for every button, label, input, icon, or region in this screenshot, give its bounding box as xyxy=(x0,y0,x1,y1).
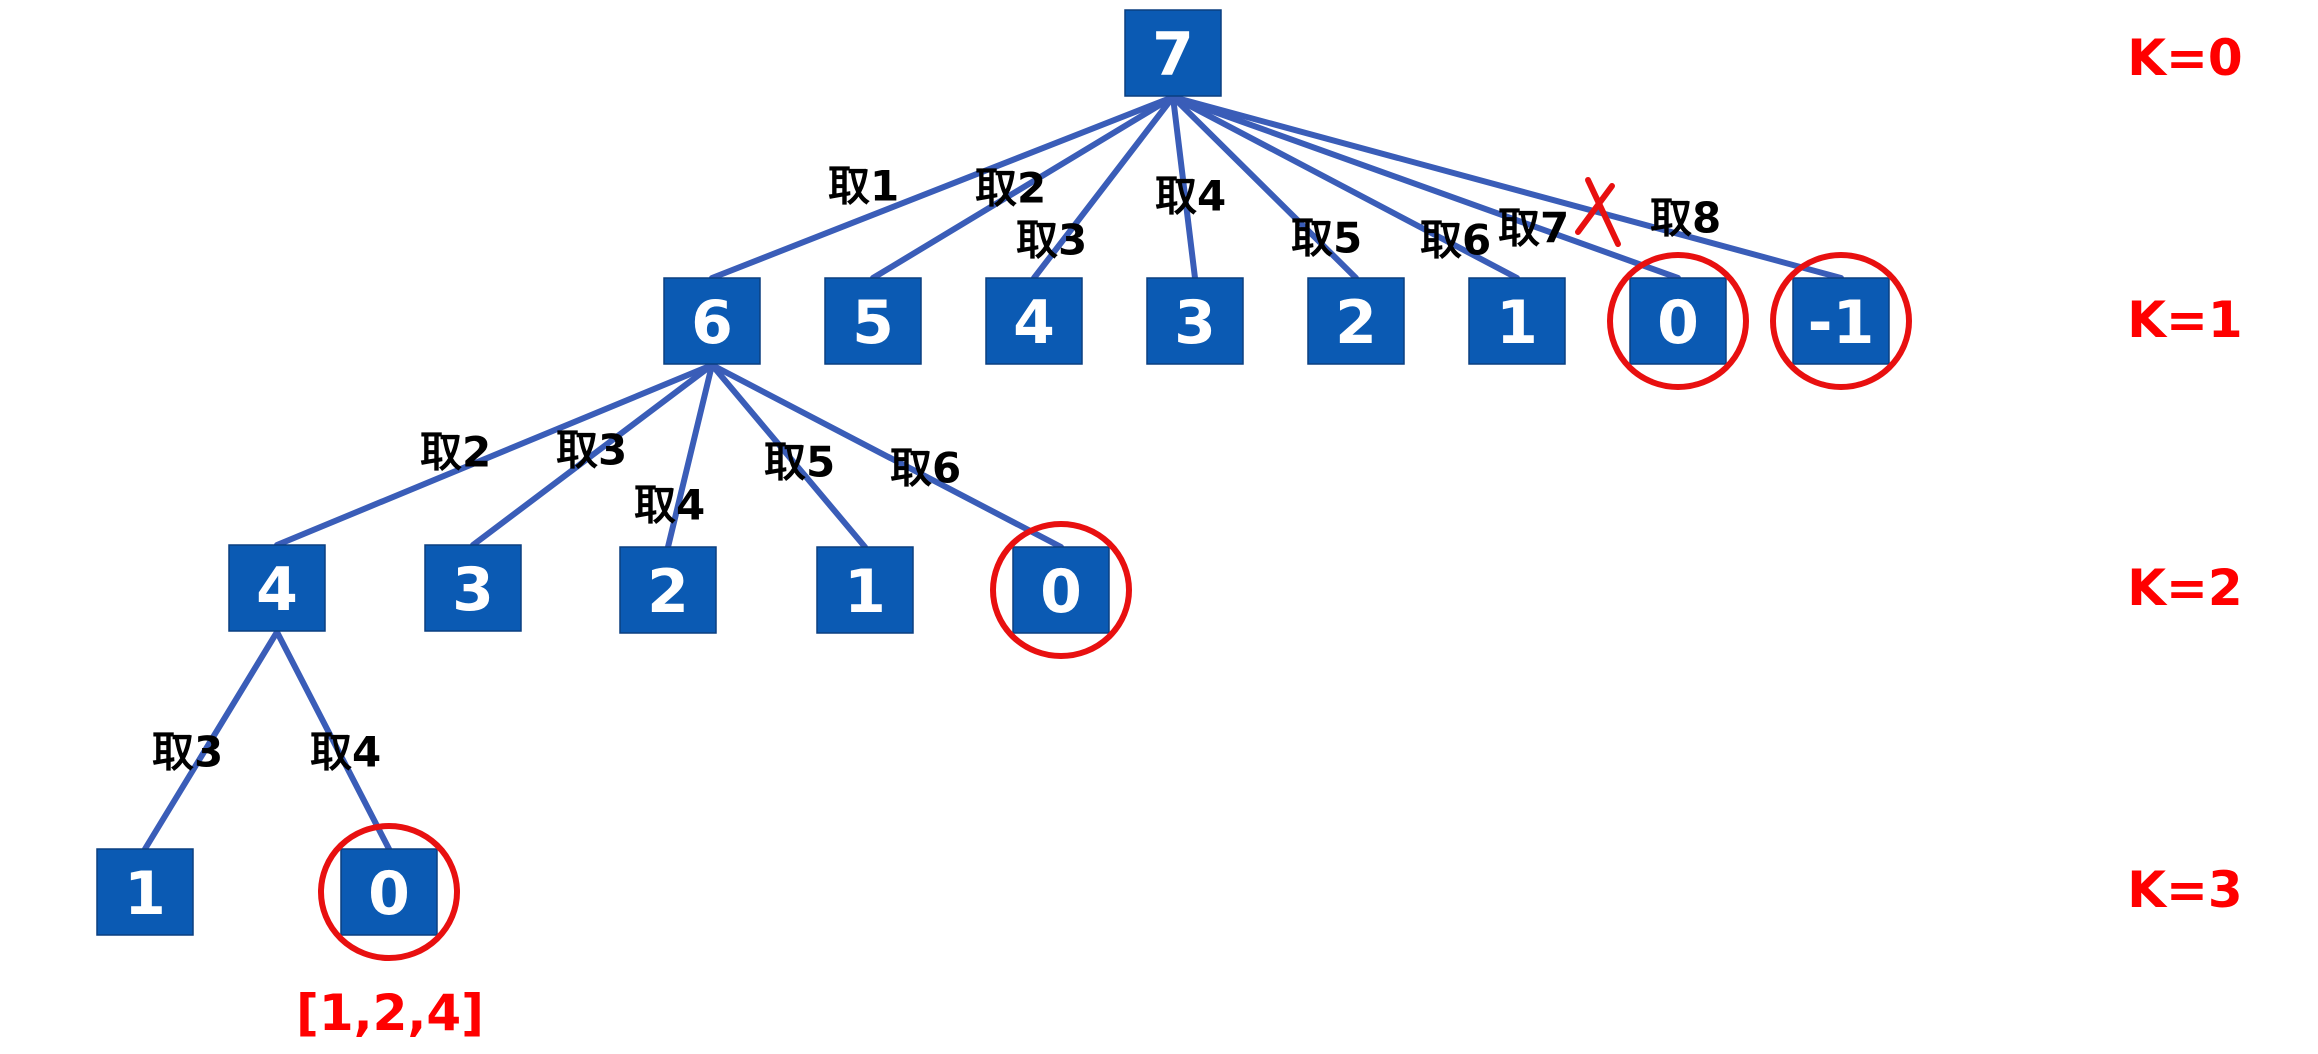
node-value-a6: 1 xyxy=(1496,288,1538,358)
edge-a1-b1 xyxy=(274,362,715,548)
node-value-r: 7 xyxy=(1152,20,1194,90)
node-value-a4: 3 xyxy=(1174,288,1216,358)
tree-node-b1: 4 xyxy=(228,544,326,632)
tree-node-a8: -1 xyxy=(1792,277,1890,365)
node-box-b4 xyxy=(816,546,914,634)
tree-node-a1: 6 xyxy=(663,277,761,365)
node-value-a1: 6 xyxy=(691,288,733,358)
edge-label-b1-c2: 取4 xyxy=(310,728,381,777)
edge-r-a3 xyxy=(1031,94,1176,281)
edge-label-a1-b2: 取3 xyxy=(556,426,627,475)
level-label-k2: K=2 xyxy=(2127,559,2242,617)
edge-label-r-a8: 取8 xyxy=(1650,194,1721,243)
tree-node-r: 7 xyxy=(1124,9,1222,97)
node-value-a8: -1 xyxy=(1808,288,1875,358)
edge-label-a1-b3: 取4 xyxy=(634,481,705,530)
node-value-b3: 2 xyxy=(647,557,689,627)
edge-a1-b2 xyxy=(470,362,715,548)
edge-label-r-a5: 取5 xyxy=(1291,214,1362,263)
node-box-r xyxy=(1124,9,1222,97)
tree-node-a4: 3 xyxy=(1146,277,1244,365)
edge-a1-b4 xyxy=(709,362,868,550)
edge-r-a2 xyxy=(870,94,1176,281)
node-box-a7 xyxy=(1629,277,1727,365)
node-value-c1: 1 xyxy=(124,859,166,929)
tree-node-b3: 2 xyxy=(619,546,717,634)
edge-r-a1 xyxy=(709,94,1176,281)
edge-label-r-a7: 取7 xyxy=(1498,204,1569,253)
node-value-c2: 0 xyxy=(368,859,410,929)
edge-b1-c2 xyxy=(274,629,392,852)
highlight-circle-a8 xyxy=(1770,252,1912,390)
tree-node-a3: 4 xyxy=(985,277,1083,365)
edges-layer xyxy=(142,94,1844,852)
result-path-label: [1,2,4] xyxy=(296,984,484,1042)
highlight-circle-b5 xyxy=(990,521,1132,659)
level-labels: K=0 K=1 K=2 K=3 xyxy=(2127,29,2242,919)
edge-r-a7 xyxy=(1170,94,1681,281)
node-box-b3 xyxy=(619,546,717,634)
cross-stroke-2 xyxy=(1575,183,1615,235)
node-value-b5: 0 xyxy=(1040,557,1082,627)
tree-node-a5: 2 xyxy=(1307,277,1405,365)
level-label-k0: K=0 xyxy=(2127,29,2242,87)
edge-label-b1-c1: 取3 xyxy=(152,728,223,777)
node-value-b2: 3 xyxy=(452,555,494,625)
edge-label-a1-b5: 取6 xyxy=(890,444,961,493)
tree-node-a2: 5 xyxy=(824,277,922,365)
node-box-a8 xyxy=(1792,277,1890,365)
node-value-a3: 4 xyxy=(1013,288,1055,358)
edge-b1-c1 xyxy=(142,629,280,852)
node-box-a4 xyxy=(1146,277,1244,365)
node-value-a7: 0 xyxy=(1657,288,1699,358)
highlight-circle-a7 xyxy=(1607,252,1749,390)
edge-label-a1-b4: 取5 xyxy=(764,438,835,487)
node-box-a2 xyxy=(824,277,922,365)
node-box-a5 xyxy=(1307,277,1405,365)
node-box-a1 xyxy=(663,277,761,365)
edge-label-r-a1: 取1 xyxy=(828,162,899,211)
node-box-a3 xyxy=(985,277,1083,365)
level-label-k1: K=1 xyxy=(2127,291,2242,349)
cross-stroke-1 xyxy=(1585,177,1621,247)
tree-node-c2: 0 xyxy=(340,848,438,936)
edge-label-a1-b1: 取2 xyxy=(420,428,491,477)
edge-label-r-a4: 取4 xyxy=(1155,172,1226,221)
node-box-a6 xyxy=(1468,277,1566,365)
level-label-k3: K=3 xyxy=(2127,861,2242,919)
prune-cross-mark xyxy=(1575,177,1621,247)
highlight-circle-c2 xyxy=(318,823,460,961)
edge-label-r-a6: 取6 xyxy=(1420,216,1491,265)
edge-label-r-a2: 取2 xyxy=(975,164,1046,213)
tree-node-a7: 0 xyxy=(1629,277,1727,365)
tree-node-a6: 1 xyxy=(1468,277,1566,365)
node-box-b5 xyxy=(1012,546,1110,634)
node-value-a2: 5 xyxy=(852,288,894,358)
edge-label-r-a3: 取3 xyxy=(1016,216,1087,265)
node-value-b4: 1 xyxy=(844,557,886,627)
marks-layer xyxy=(318,177,1912,961)
tree-node-c1: 1 xyxy=(96,848,194,936)
edge-r-a5 xyxy=(1170,94,1359,281)
edge-r-a8 xyxy=(1170,94,1844,281)
node-box-b1 xyxy=(228,544,326,632)
edge-a1-b3 xyxy=(665,362,715,550)
nodes-layer: 7 6 5 4 3 2 1 0 -1 4 3 2 1 0 1 0 xyxy=(96,9,1890,936)
node-value-a5: 2 xyxy=(1335,288,1377,358)
node-value-b1: 4 xyxy=(256,555,298,625)
edge-a1-b5 xyxy=(709,362,1064,550)
tree-node-b5: 0 xyxy=(1012,546,1110,634)
edge-r-a4 xyxy=(1170,94,1198,281)
node-box-c1 xyxy=(96,848,194,936)
node-box-c2 xyxy=(340,848,438,936)
edge-r-a6 xyxy=(1170,94,1520,281)
node-box-b2 xyxy=(424,544,522,632)
tree-node-b4: 1 xyxy=(816,546,914,634)
tree-node-b2: 3 xyxy=(424,544,522,632)
